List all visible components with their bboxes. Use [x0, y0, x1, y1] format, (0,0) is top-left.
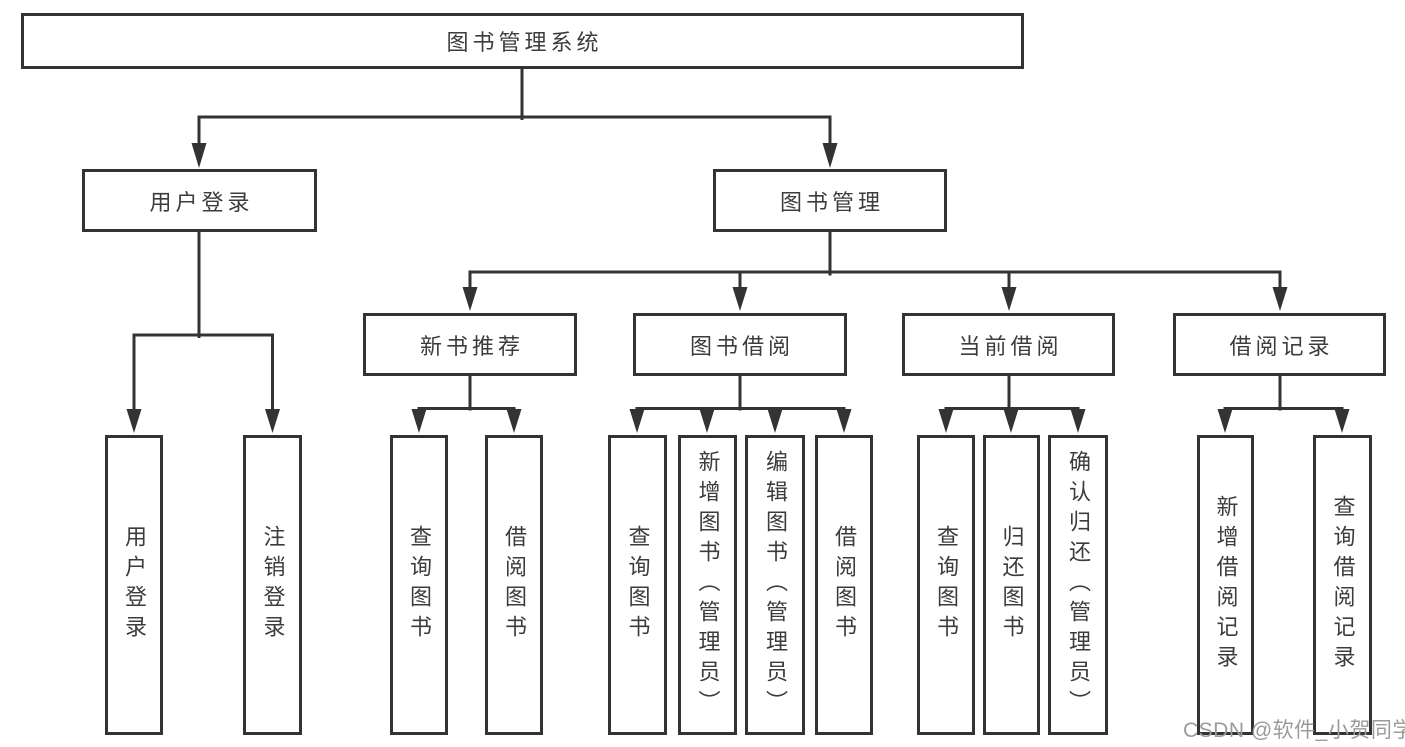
leaf-logout: 注销登录: [243, 435, 302, 735]
node-user-login-label: 用户登录: [149, 189, 254, 215]
node-current-borrow-label: 当前借阅: [958, 333, 1063, 359]
arrowhead: [1217, 409, 1233, 433]
leaf-user-login: 用户登录: [105, 435, 163, 735]
leaf-nb-query: 查询图书: [390, 435, 448, 735]
node-new-book: 新书推荐: [363, 313, 577, 376]
leaf-bb-edit: 编辑图书（管理员）: [745, 435, 805, 735]
arrowhead: [699, 409, 715, 433]
arrowhead: [411, 409, 427, 433]
node-current-borrow: 当前借阅: [902, 313, 1115, 376]
leaf-nb-query-label: 查询图书: [407, 525, 432, 645]
node-book-mgmt: 图书管理: [713, 169, 947, 232]
node-user-login: 用户登录: [82, 169, 317, 232]
leaf-br-query-label: 查询借阅记录: [1330, 495, 1356, 675]
leaf-cb-return: 归还图书: [983, 435, 1040, 735]
leaf-bb-edit-label: 编辑图书（管理员）: [763, 450, 788, 720]
arrowhead: [1070, 409, 1086, 433]
leaf-cb-query-label: 查询图书: [934, 525, 959, 645]
arrowhead: [506, 409, 522, 433]
leaf-logout-label: 注销登录: [260, 525, 286, 645]
leaf-bb-borrow: 借阅图书: [815, 435, 873, 735]
leaf-cb-confirm: 确认归还（管理员）: [1048, 435, 1108, 735]
arrowhead: [1334, 409, 1350, 433]
arrowhead: [191, 143, 207, 168]
arrowhead: [462, 287, 478, 311]
arrowhead: [1003, 409, 1019, 433]
arrowhead: [732, 287, 748, 311]
arrowhead: [767, 409, 783, 433]
watermark-text: CSDN @软件_小贺同学: [1183, 719, 1405, 742]
arrowhead: [836, 409, 852, 433]
arrowhead: [938, 409, 954, 433]
leaf-nb-borrow: 借阅图书: [485, 435, 543, 735]
leaf-user-login-label: 用户登录: [122, 525, 147, 645]
arrowhead: [1001, 287, 1017, 311]
leaf-bb-borrow-label: 借阅图书: [832, 525, 857, 645]
node-book-mgmt-label: 图书管理: [779, 189, 884, 215]
connector-line: [197, 115, 832, 147]
connector-line: [468, 270, 1282, 291]
arrowhead: [1272, 287, 1288, 311]
leaf-nb-borrow-label: 借阅图书: [502, 525, 527, 645]
node-borrow-records-label: 借阅记录: [1229, 333, 1334, 359]
node-root-label: 图书管理系统: [446, 30, 603, 55]
leaf-bb-query: 查询图书: [608, 435, 667, 735]
leaf-bb-query-label: 查询图书: [625, 525, 651, 645]
leaf-br-add-label: 新增借阅记录: [1213, 495, 1239, 675]
leaf-bb-add: 新增图书（管理员）: [678, 435, 737, 735]
leaf-cb-query: 查询图书: [917, 435, 975, 735]
leaf-cb-confirm-label: 确认归还（管理员）: [1066, 450, 1091, 720]
arrowhead: [126, 409, 142, 433]
leaf-br-query: 查询借阅记录: [1313, 435, 1372, 735]
leaf-cb-return-label: 归还图书: [999, 525, 1025, 645]
connector-line: [132, 333, 274, 413]
node-borrow-records: 借阅记录: [1173, 313, 1386, 376]
arrowhead: [265, 409, 280, 433]
arrowhead: [629, 409, 645, 433]
arrowhead: [822, 143, 838, 168]
node-new-book-label: 新书推荐: [419, 333, 524, 359]
node-book-borrow-label: 图书借阅: [689, 333, 794, 359]
node-root: 图书管理系统: [21, 13, 1024, 69]
leaf-bb-add-label: 新增图书（管理员）: [695, 450, 721, 720]
leaf-br-add: 新增借阅记录: [1197, 435, 1254, 735]
node-book-borrow: 图书借阅: [633, 313, 847, 376]
